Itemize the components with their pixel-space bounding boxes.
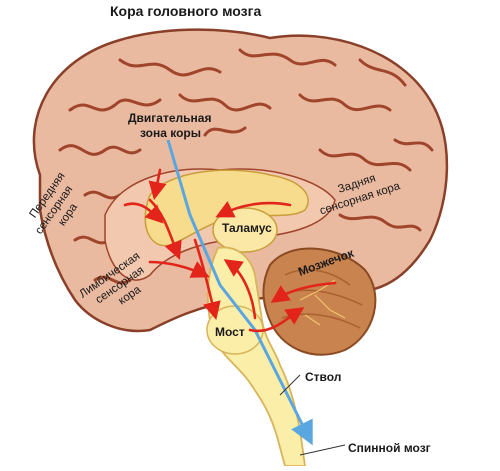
leader-lines	[279, 374, 346, 456]
cerebellum-shape	[262, 247, 377, 356]
motor-zone-label-1: Двигательная	[128, 111, 211, 125]
thalamus-label: Таламус	[222, 221, 272, 235]
pons-label: Мост	[215, 325, 245, 339]
cortex-label: Кора головного мозга	[110, 3, 261, 19]
spinal-cord-label: Спинной мозг	[348, 441, 431, 455]
stem-label: Ствол	[305, 370, 341, 384]
motor-zone-label-2: зона коры	[140, 126, 201, 140]
thalamus-core	[212, 207, 278, 253]
red-pathway-arrows	[123, 168, 337, 333]
